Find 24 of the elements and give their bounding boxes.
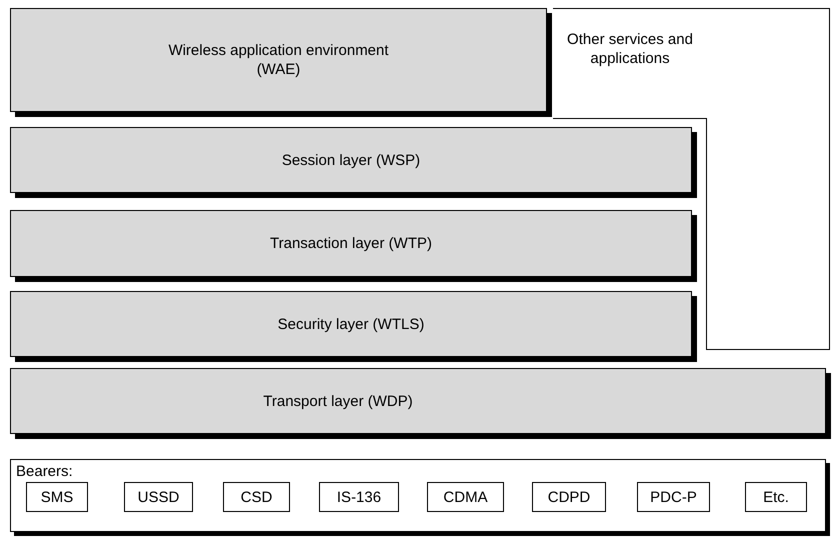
- panel-label: Other services and applications: [566, 30, 694, 68]
- bearer-label: CDPD: [548, 488, 590, 506]
- panel-heading: Bearers:: [16, 462, 73, 481]
- bearer-label: IS-136: [336, 488, 382, 506]
- bearer-box: [223, 482, 290, 512]
- bearer-label: Etc.: [763, 488, 789, 506]
- layer-label: Wireless application environment (WAE): [167, 41, 390, 79]
- bearer-label: USSD: [138, 488, 180, 506]
- bearer-box: [532, 482, 606, 512]
- bearer-box: [319, 482, 399, 512]
- bearer-label: PDC-P: [650, 488, 697, 506]
- bearer-box: [745, 482, 807, 512]
- bearer-box: [26, 482, 88, 512]
- bearer-box: [124, 482, 193, 512]
- bearer-label: SMS: [40, 488, 74, 506]
- layer-label: Transaction layer (WTP): [270, 234, 432, 253]
- services-panel: [553, 8, 830, 350]
- layer-label: Security layer (WTLS): [278, 314, 424, 334]
- layer-label: Transport layer (WDP): [263, 392, 413, 410]
- bearer-box: [637, 482, 710, 512]
- bearer-label: CSD: [240, 488, 272, 506]
- bearer-label: CDMA: [443, 488, 488, 506]
- layer-label: Session layer (WSP): [282, 150, 420, 170]
- bearer-box: [427, 482, 504, 512]
